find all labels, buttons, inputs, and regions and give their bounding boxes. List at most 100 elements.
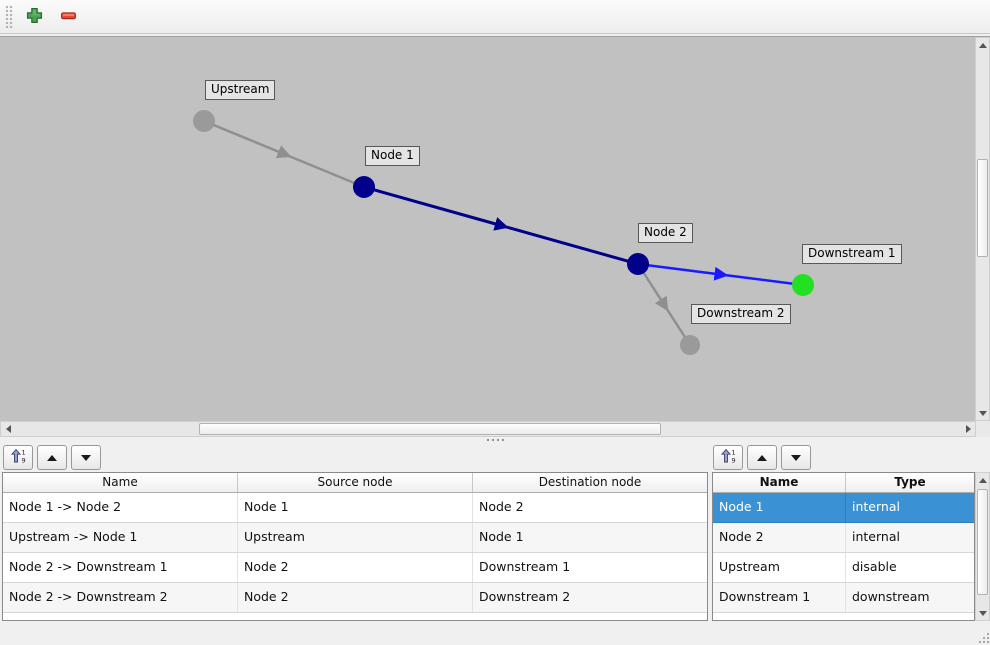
- column-header-destination-node[interactable]: Destination node: [538, 475, 642, 489]
- cell-type[interactable]: internal: [852, 529, 900, 544]
- cell-destination[interactable]: Downstream 2: [479, 589, 571, 604]
- scrollbar-corner: [976, 421, 990, 437]
- cell-name[interactable]: Node 2: [713, 523, 846, 552]
- edge-upstream-node1[interactable]: [203, 119, 365, 189]
- move-up-icon: [757, 454, 767, 461]
- table-row[interactable]: Node 2 -> Downstream 2 Node 2 Downstream…: [3, 583, 707, 613]
- svg-text:9: 9: [21, 457, 25, 464]
- scroll-up-button[interactable]: [976, 38, 989, 52]
- edge-sort-button[interactable]: 1 9: [3, 445, 33, 470]
- cell-destination[interactable]: Downstream 1: [479, 559, 571, 574]
- scroll-right-button[interactable]: [961, 422, 975, 436]
- node-table: Name Type Node 1 internal Node 2 interna…: [712, 472, 975, 621]
- node-node2[interactable]: [627, 253, 649, 275]
- svg-text:1: 1: [21, 448, 25, 456]
- node-downstream2[interactable]: [680, 335, 700, 355]
- cell-name[interactable]: Upstream: [713, 553, 846, 582]
- node-label-downstream1: Downstream 1: [802, 244, 902, 264]
- graph-vertical-scrollbar[interactable]: [975, 37, 990, 421]
- table-row[interactable]: Upstream disable: [713, 553, 974, 583]
- cell-type[interactable]: disable: [852, 559, 897, 574]
- column-header-name[interactable]: Name: [713, 473, 846, 492]
- column-header-source-node[interactable]: Source node: [238, 473, 473, 492]
- cell-name[interactable]: Node 1 -> Node 2: [3, 493, 238, 522]
- plus-icon: [26, 7, 43, 27]
- scroll-down-button[interactable]: [976, 406, 989, 420]
- edge-node2-downstream2[interactable]: [636, 263, 692, 346]
- column-header-type[interactable]: Type: [894, 475, 926, 489]
- horizontal-scroll-thumb[interactable]: [199, 423, 661, 435]
- minus-icon: [60, 7, 77, 27]
- table-row[interactable]: Node 2 -> Downstream 1 Node 2 Downstream…: [3, 553, 707, 583]
- edge-node1-node2[interactable]: [363, 185, 639, 266]
- toolbar-drag-handle[interactable]: [5, 4, 13, 29]
- arrow-up-icon: [978, 42, 987, 48]
- cell-source[interactable]: Node 2: [238, 553, 473, 582]
- cell-destination[interactable]: Node 2: [479, 499, 524, 514]
- splitter-handle-icon: [486, 439, 489, 441]
- move-up-icon: [47, 454, 57, 461]
- scroll-up-button[interactable]: [976, 473, 989, 487]
- cell-name[interactable]: Node 2 -> Downstream 1: [3, 553, 238, 582]
- edge-table-toolbar: 1 9: [3, 445, 101, 470]
- edge-node2-downstream1[interactable]: [637, 262, 804, 287]
- node-table-header: Name Type: [713, 473, 974, 493]
- node-move-up-button[interactable]: [747, 445, 777, 470]
- table-row[interactable]: Downstream 1 downstream: [713, 583, 974, 613]
- edge-move-down-button[interactable]: [71, 445, 101, 470]
- topology-graph: [193, 110, 814, 355]
- move-down-icon: [81, 454, 91, 461]
- status-bar: [0, 621, 990, 644]
- scroll-down-button[interactable]: [976, 606, 989, 620]
- graph-canvas[interactable]: Upstream Node 1 Node 2 Downstream 1 Down…: [0, 37, 975, 421]
- node-label-downstream2: Downstream 2: [691, 304, 791, 324]
- cell-name[interactable]: Node 2 -> Downstream 2: [3, 583, 238, 612]
- arrow-right-icon: [965, 425, 971, 433]
- cell-name[interactable]: Downstream 1: [713, 583, 846, 612]
- cell-source[interactable]: Upstream: [238, 523, 473, 552]
- cell-name[interactable]: Upstream -> Node 1: [3, 523, 238, 552]
- node-table-scrollbar[interactable]: [975, 472, 990, 621]
- node-downstream1[interactable]: [792, 274, 814, 296]
- tables-area: Name Source node Destination node Node 1…: [0, 472, 990, 621]
- horizontal-splitter[interactable]: [0, 436, 990, 444]
- node-table-toolbar: 1 9: [713, 445, 811, 470]
- scroll-left-button[interactable]: [1, 422, 15, 436]
- arrow-left-icon: [5, 425, 11, 433]
- table-toolbars: 1 9 1 9: [0, 444, 990, 472]
- node-move-down-button[interactable]: [781, 445, 811, 470]
- svg-text:9: 9: [731, 457, 735, 464]
- sort-ascending-icon: 1 9: [10, 448, 27, 467]
- arrow-down-icon: [978, 610, 987, 616]
- remove-node-button[interactable]: [55, 4, 81, 30]
- move-down-icon: [791, 454, 801, 461]
- cell-name[interactable]: Node 1: [713, 493, 846, 522]
- cell-type[interactable]: internal: [852, 499, 900, 514]
- node-label-node2: Node 2: [638, 223, 693, 243]
- edge-move-up-button[interactable]: [37, 445, 67, 470]
- edge-table-header: Name Source node Destination node: [3, 473, 707, 493]
- node-sort-button[interactable]: 1 9: [713, 445, 743, 470]
- table-scroll-thumb[interactable]: [977, 489, 988, 595]
- table-row-selected[interactable]: Node 1 internal: [713, 493, 974, 523]
- cell-type[interactable]: downstream: [852, 589, 930, 604]
- cell-source[interactable]: Node 2: [238, 583, 473, 612]
- edge-table: Name Source node Destination node Node 1…: [2, 472, 708, 621]
- sort-ascending-icon: 1 9: [720, 448, 737, 467]
- graph-horizontal-scrollbar[interactable]: [0, 421, 976, 437]
- table-row[interactable]: Node 2 internal: [713, 523, 974, 553]
- node-label-upstream: Upstream: [205, 80, 276, 100]
- table-row[interactable]: Node 1 -> Node 2 Node 1 Node 2: [3, 493, 707, 523]
- cell-destination[interactable]: Node 1: [479, 529, 524, 544]
- table-row[interactable]: Upstream -> Node 1 Upstream Node 1: [3, 523, 707, 553]
- resize-grip-icon[interactable]: [983, 637, 985, 639]
- cell-source[interactable]: Node 1: [238, 493, 473, 522]
- vertical-scroll-thumb[interactable]: [977, 159, 988, 257]
- node-node1[interactable]: [353, 176, 375, 198]
- svg-text:1: 1: [731, 448, 735, 456]
- column-header-name[interactable]: Name: [3, 473, 238, 492]
- graph-view: Upstream Node 1 Node 2 Downstream 1 Down…: [0, 36, 990, 437]
- add-node-button[interactable]: [21, 4, 47, 30]
- node-upstream[interactable]: [193, 110, 215, 132]
- node-label-node1: Node 1: [365, 146, 420, 166]
